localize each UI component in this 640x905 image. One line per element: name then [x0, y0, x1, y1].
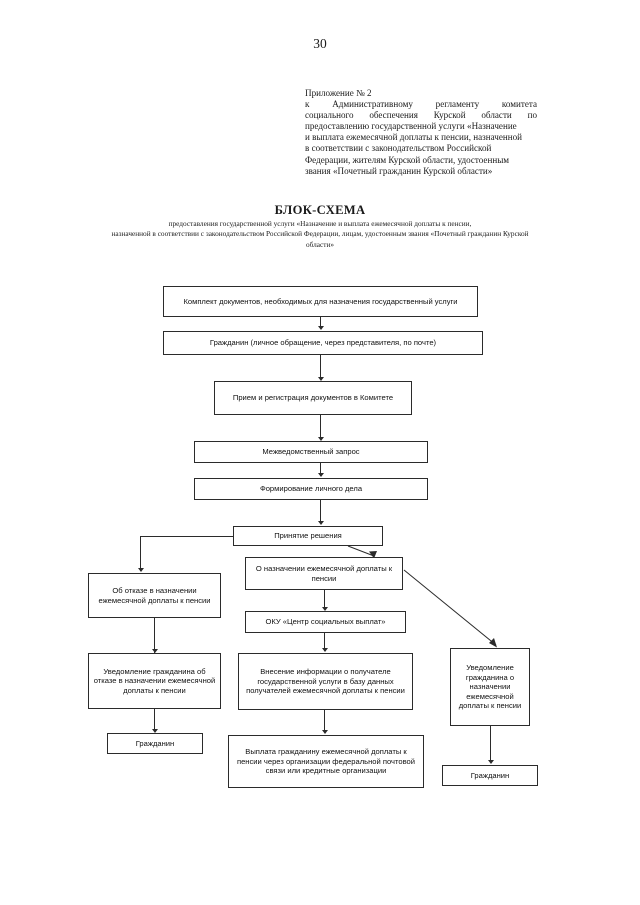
flow-node-label: Межведомственный запрос: [262, 447, 360, 457]
flow-node-label: Уведомление гражданина о назначении ежем…: [458, 663, 522, 711]
connector-center-to-database: [324, 633, 325, 651]
flow-node-label: Выплата гражданину ежемесячной доплаты к…: [236, 747, 416, 776]
flow-node-citizen-grant-end: Гражданин: [442, 765, 538, 786]
appendix-header-block: Приложение № 2 к Административному регла…: [305, 88, 537, 177]
subtitle-line-1: предоставления государственной услуги «Н…: [168, 219, 472, 228]
appendix-line-6: в соответствии с законодательством Росси…: [305, 143, 492, 154]
flow-node-label: Внесение информации о получателе государ…: [246, 667, 405, 696]
arrowhead-center-to-database: [321, 648, 328, 652]
flow-node-label: Прием и регистрация документов в Комитет…: [232, 393, 394, 403]
connector-decision-to-refusal-vertical: [140, 536, 141, 571]
appendix-line-5: и выплата ежемесячной доплаты к пенсии, …: [305, 132, 523, 143]
flow-node-grant-decision: О назначении ежемесячной доплаты к пенси…: [245, 557, 403, 590]
flow-node-database-entry: Внесение информации о получателе государ…: [238, 653, 413, 710]
connector-file-to-decision: [320, 500, 321, 523]
flow-node-label: Об отказе в назначении ежемесячной допла…: [98, 585, 211, 605]
connector-request-to-file: [320, 463, 321, 476]
appendix-line-1: Приложение № 2: [305, 88, 372, 98]
arrowhead-refusal-to-notice: [151, 649, 158, 653]
flow-node-label: Гражданин (личное обращение, через предс…: [209, 338, 437, 348]
flow-node-label: Формирование личного дела: [259, 484, 363, 494]
flow-node-interdepartmental-request: Межведомственный запрос: [194, 441, 428, 463]
arrowhead-file-to-decision: [317, 521, 324, 525]
subtitle-line-3: области»: [305, 239, 335, 249]
subtitle-line-2: назначенной в соответствии с законодател…: [111, 229, 529, 239]
flow-node-citizen-refusal-end: Гражданин: [107, 733, 203, 754]
arrowhead-receipt-to-request: [317, 437, 324, 441]
document-subtitle: предоставления государственной услуги «Н…: [62, 219, 578, 250]
connector-grant-to-center: [324, 590, 325, 609]
connector-receipt-to-request: [320, 415, 321, 439]
arrowhead-request-to-file: [317, 473, 324, 477]
flow-node-payment: Выплата гражданину ежемесячной доплаты к…: [228, 735, 424, 788]
connector-citizen-to-receipt: [320, 355, 321, 379]
connector-decision-to-refusal-horizontal: [140, 536, 233, 537]
appendix-line-8: звания «Почетный гражданин Курской облас…: [305, 165, 493, 176]
connector-refusal-to-notice: [154, 618, 155, 653]
flow-node-documents-set: Комплект документов, необходимых для наз…: [163, 286, 478, 317]
flow-node-receipt-registration: Прием и регистрация документов в Комитет…: [214, 381, 412, 415]
flow-node-citizen-application: Гражданин (личное обращение, через предс…: [163, 331, 483, 355]
flow-node-label: О назначении ежемесячной доплаты к пенси…: [255, 563, 393, 583]
appendix-line-3: социального обеспечения Курской области …: [305, 110, 537, 121]
page-number: 30: [313, 36, 327, 51]
flow-node-decision: Принятие решения: [233, 526, 383, 546]
arrowhead-refusal-notice-to-citizen: [151, 729, 158, 733]
appendix-line-7: Федерации, жителям Курской области, удос…: [305, 154, 510, 165]
flow-node-refusal-decision: Об отказе в назначении ежемесячной допла…: [88, 573, 221, 618]
flow-node-label: Комплект документов, необходимых для наз…: [183, 296, 458, 306]
flow-node-personal-file: Формирование личного дела: [194, 478, 428, 500]
connector-grant-notice-to-citizen: [490, 726, 491, 762]
flow-node-grant-notice: Уведомление гражданина о назначении ежем…: [450, 648, 530, 726]
document-title: БЛОК-СХЕМА: [274, 203, 366, 217]
flow-node-label: Гражданин: [470, 770, 510, 780]
connector-database-to-payment: [324, 710, 325, 732]
arrowhead-citizen-to-receipt: [317, 377, 324, 381]
flow-node-payment-center: ОКУ «Центр социальных выплат»: [245, 611, 406, 633]
arrowhead-database-to-payment: [321, 730, 328, 734]
arrowhead-grant-notice-to-citizen: [487, 760, 494, 764]
flow-node-label: Гражданин: [135, 738, 175, 748]
arrowhead-grant-to-center: [321, 607, 328, 611]
flow-node-label: ОКУ «Центр социальных выплат»: [265, 617, 386, 627]
flow-node-refusal-notice: Уведомление гражданина об отказе в назна…: [88, 653, 221, 709]
flow-node-label: Уведомление гражданина об отказе в назна…: [93, 666, 216, 695]
appendix-line-4: предоставлению государственной услуги «Н…: [305, 121, 517, 132]
arrowhead-decision-to-refusal: [137, 568, 144, 572]
appendix-line-2: к Административному регламенту комитета: [305, 99, 537, 110]
arrowhead-documents-to-citizen: [317, 326, 324, 330]
flow-node-label: Принятие решения: [274, 531, 342, 541]
connector-refusal-notice-to-citizen: [154, 709, 155, 731]
connector-documents-to-citizen: [320, 317, 321, 328]
